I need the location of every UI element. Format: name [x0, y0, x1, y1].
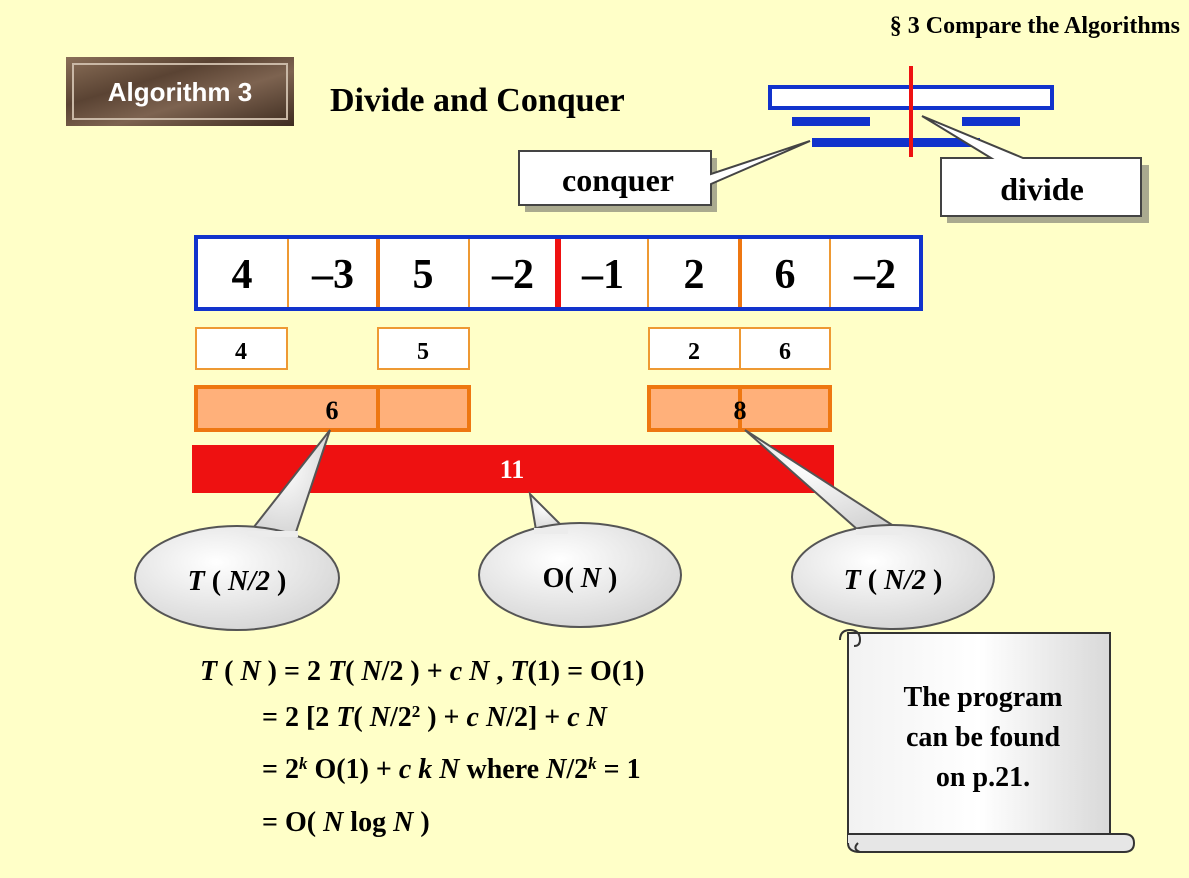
slide-title: Divide and Conquer [330, 82, 625, 119]
equation-line-4: = O( N log N ) [262, 807, 430, 838]
bubble-right-label: T ( N/2 ) [844, 565, 943, 596]
schematic-left-half [792, 117, 870, 126]
scroll-note-line-2: can be found [906, 722, 1060, 753]
array-cell: –2 [491, 252, 534, 298]
sum-box-value: 2 [688, 339, 700, 365]
array-cell: 5 [413, 252, 434, 298]
sum-box-value: 5 [417, 339, 429, 365]
equation-line-2: = 2 [2 T( N/22 ) + c N/2] + c N [262, 702, 609, 734]
input-array: 4 –3 5 –2 –1 2 6 –2 [194, 235, 923, 311]
schematic-right-half [962, 117, 1020, 126]
sum-box [739, 327, 831, 370]
total-value: 11 [500, 455, 525, 484]
left-half-value: 6 [326, 396, 339, 425]
equation-line-3: = 2k O(1) + c k N where N/2k = 1 [262, 754, 641, 786]
bubble-middle-label: O( N ) [543, 563, 618, 594]
algorithm-badge: Algorithm 3 [66, 57, 294, 126]
equation-line-1: T ( N ) = 2 T( N/2 ) + c N , T(1) = O(1) [200, 656, 644, 687]
section-title: § 3 Compare the Algorithms [890, 13, 1180, 39]
scroll-note-line-3: on p.21. [936, 762, 1030, 793]
sum-box [195, 327, 288, 370]
recurrence-equations: T ( N ) = 2 T( N/2 ) + c N , T(1) = O(1)… [200, 656, 644, 838]
sum-box [377, 327, 470, 370]
conquer-callout: conquer [518, 140, 811, 212]
bubble-left-label: T ( N/2 ) [188, 566, 287, 597]
array-cell: 6 [775, 252, 796, 298]
array-cell: –3 [311, 252, 354, 298]
bubble-right: T ( N/2 ) [744, 429, 995, 630]
divide-callout: divide [921, 115, 1149, 223]
schematic-diagram [768, 66, 1054, 157]
algorithm-badge-label: Algorithm 3 [108, 77, 252, 107]
scroll-note-line-1: The program [904, 682, 1063, 713]
sum-box-value: 6 [779, 339, 791, 365]
left-half-box [194, 385, 471, 432]
program-scroll-note: The program can be found on p.21. [839, 628, 1136, 853]
schematic-crossing-bar [812, 138, 980, 147]
bubble-left: T ( N/2 ) [134, 429, 340, 631]
array-cell: –2 [853, 252, 896, 298]
level-one-sums: 4 5 2 6 [195, 327, 831, 370]
divide-callout-label: divide [1000, 171, 1084, 207]
right-half-value: 8 [734, 396, 747, 425]
array-cell: 2 [684, 252, 705, 298]
conquer-callout-label: conquer [562, 162, 674, 198]
sum-box-value: 4 [235, 339, 247, 365]
array-cell: –1 [581, 252, 624, 298]
bubble-middle: O( N ) [478, 491, 682, 628]
array-cell: 4 [232, 252, 253, 298]
level-two-sums: 6 8 [194, 385, 832, 432]
